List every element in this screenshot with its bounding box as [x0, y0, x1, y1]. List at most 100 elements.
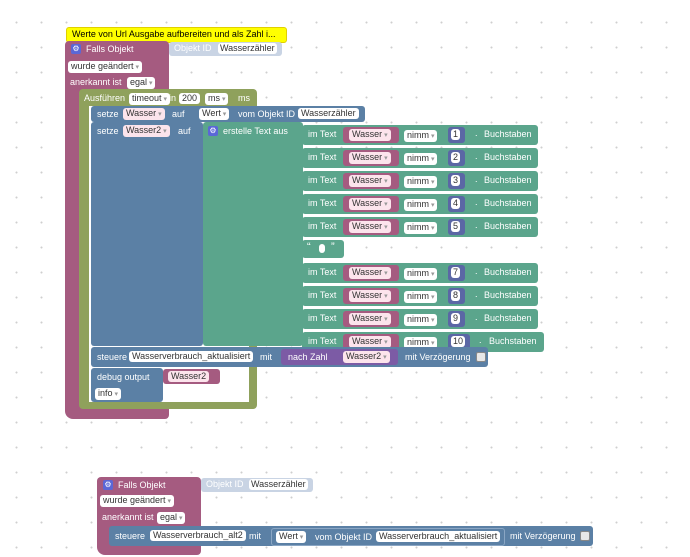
- value-from-object-block[interactable]: Wert vom Objekt ID Wasserverbrauch_aktua…: [271, 528, 505, 546]
- number-value[interactable]: 3: [451, 175, 461, 186]
- text-var-dropdown[interactable]: Wasser: [349, 221, 391, 233]
- text-substring-row[interactable]: im TextWassernimm9.Buchstaben: [302, 309, 538, 329]
- debug-level-dropdown[interactable]: info: [95, 388, 121, 400]
- set1-object-value[interactable]: Wasserzähler: [298, 108, 359, 119]
- control-delay-checkbox[interactable]: [476, 352, 486, 362]
- number-block[interactable]: 1: [448, 127, 465, 143]
- text-var-block[interactable]: Wasser: [343, 150, 399, 166]
- text-empty-string-row[interactable]: “”: [302, 240, 344, 258]
- object-id2-value[interactable]: Wasserzähler: [249, 479, 308, 490]
- changed-dropdown[interactable]: wurde geändert: [68, 61, 143, 73]
- set-wasser2-block[interactable]: setze Wasser2 auf: [91, 122, 203, 346]
- number-block[interactable]: 10: [448, 334, 470, 350]
- object-id-block[interactable]: Objekt ID Wasserzähler: [169, 42, 282, 56]
- debug-var-block[interactable]: Wasser2: [163, 369, 220, 384]
- dot-separator: .: [479, 335, 482, 345]
- control-object[interactable]: Wasserverbrauch_aktualisiert: [129, 351, 254, 362]
- control2-object[interactable]: Wasserverbrauch_alt2: [150, 530, 246, 541]
- text-var-dropdown[interactable]: Wasser: [349, 267, 391, 279]
- text-substring-row[interactable]: im TextWassernimm2.Buchstaben: [302, 148, 538, 168]
- number-value[interactable]: 5: [451, 221, 461, 232]
- ack2-label: anerkannt ist: [102, 512, 154, 522]
- ms-label: ms: [238, 93, 250, 103]
- object-id-value[interactable]: Wasserzähler: [218, 43, 277, 54]
- text-var-block[interactable]: Wasser: [343, 311, 399, 327]
- number-block[interactable]: 5: [448, 219, 465, 235]
- debug-label: debug output: [97, 372, 150, 382]
- text-var-dropdown[interactable]: Wasser: [349, 198, 391, 210]
- number-value[interactable]: 2: [451, 152, 461, 163]
- text-var-dropdown[interactable]: Wasser: [349, 175, 391, 187]
- text-var-block[interactable]: Wasser: [343, 265, 399, 281]
- number-block[interactable]: 4: [448, 196, 465, 212]
- nimm-dropdown[interactable]: nimm: [404, 222, 438, 234]
- text-var-dropdown[interactable]: Wasser: [349, 313, 391, 325]
- text-var-dropdown[interactable]: Wasser: [349, 152, 391, 164]
- text-substring-row[interactable]: im TextWassernimm1.Buchstaben: [302, 125, 538, 145]
- object-id2-block[interactable]: Objekt ID Wasserzähler: [201, 478, 313, 492]
- settings2-gear-icon[interactable]: ⚙: [103, 480, 113, 490]
- ms-dropdown[interactable]: ms: [205, 93, 229, 105]
- text-substring-row[interactable]: im TextWassernimm4.Buchstaben: [302, 194, 538, 214]
- number-value[interactable]: 10: [451, 336, 466, 347]
- nimm-dropdown[interactable]: nimm: [404, 130, 438, 142]
- nimm-dropdown[interactable]: nimm: [404, 268, 438, 280]
- settings-gear-icon[interactable]: ⚙: [71, 44, 81, 54]
- number-block[interactable]: 3: [448, 173, 465, 189]
- text-var-dropdown[interactable]: Wasser: [349, 129, 391, 141]
- number-block[interactable]: 2: [448, 150, 465, 166]
- set1-value-dropdown[interactable]: Wert: [199, 108, 230, 120]
- text-substring-row[interactable]: im TextWassernimm8.Buchstaben: [302, 286, 538, 306]
- ack-label: anerkannt ist: [70, 77, 122, 87]
- text-var-dropdown[interactable]: Wasser: [349, 336, 391, 348]
- number-value[interactable]: 9: [451, 313, 461, 324]
- number-value[interactable]: 8: [451, 290, 461, 301]
- nimm-dropdown[interactable]: nimm: [404, 199, 438, 211]
- text-substring-row[interactable]: im TextWassernimm5.Buchstaben: [302, 217, 538, 237]
- control-label: steuere: [97, 352, 128, 362]
- control2-block[interactable]: steuere Wasserverbrauch_alt2 mit Wert vo…: [109, 526, 593, 546]
- nach-zahl-block[interactable]: nach Zahl Wasser2: [281, 349, 398, 365]
- text-substring-row[interactable]: im TextWassernimm7.Buchstaben: [302, 263, 538, 283]
- number-value[interactable]: 7: [451, 267, 461, 278]
- nimm-dropdown[interactable]: nimm: [404, 291, 438, 303]
- nimm-dropdown[interactable]: nimm: [404, 314, 438, 326]
- number-block[interactable]: 7: [448, 265, 465, 281]
- nimm-dropdown[interactable]: nimm: [404, 176, 438, 188]
- number-value[interactable]: 1: [451, 129, 461, 140]
- empty-text-field[interactable]: [319, 244, 325, 253]
- text-var-block[interactable]: Wasser: [343, 334, 399, 350]
- buchstaben-label: Buchstaben: [484, 198, 532, 208]
- value2-dropdown[interactable]: Wert: [276, 531, 307, 543]
- set-wasser-block[interactable]: setze Wasser auf Wert vom Objekt ID Wass…: [91, 106, 365, 122]
- debug-var-value[interactable]: Wasser2: [168, 371, 210, 382]
- source-object-value[interactable]: Wasserverbrauch_aktualisiert: [376, 531, 501, 542]
- changed2-dropdown[interactable]: wurde geändert: [100, 495, 175, 507]
- ack-dropdown[interactable]: egal: [127, 77, 156, 89]
- number-value[interactable]: 4: [451, 198, 461, 209]
- nimm-dropdown[interactable]: nimm: [404, 337, 438, 349]
- nimm-dropdown[interactable]: nimm: [404, 153, 438, 165]
- dot-separator: .: [475, 266, 478, 276]
- create-text-gear-icon[interactable]: ⚙: [208, 126, 218, 136]
- text-var-block[interactable]: Wasser: [343, 219, 399, 235]
- text-var-block[interactable]: Wasser: [343, 173, 399, 189]
- text-var-dropdown[interactable]: Wasser: [349, 290, 391, 302]
- text-var-block[interactable]: Wasser: [343, 127, 399, 143]
- number-block[interactable]: 9: [448, 311, 465, 327]
- control-block[interactable]: steuere Wasserverbrauch_aktualisiert mit…: [91, 347, 488, 367]
- timeout-dropdown[interactable]: timeout: [129, 93, 170, 105]
- create-text-block[interactable]: ⚙ erstelle Text aus: [203, 122, 303, 346]
- nach-zahl-var-dropdown[interactable]: Wasser2: [343, 351, 390, 363]
- text-var-block[interactable]: Wasser: [343, 196, 399, 212]
- set1-var-dropdown[interactable]: Wasser: [123, 108, 165, 120]
- number-block[interactable]: 8: [448, 288, 465, 304]
- ack2-dropdown[interactable]: egal: [157, 512, 186, 524]
- text-var-block[interactable]: Wasser: [343, 288, 399, 304]
- timeout-value-input[interactable]: 200: [179, 93, 201, 104]
- debug-block[interactable]: debug output info info: [91, 368, 163, 402]
- text-substring-row[interactable]: im TextWassernimm3.Buchstaben: [302, 171, 538, 191]
- control2-delay-checkbox[interactable]: [580, 531, 590, 541]
- set2-var-dropdown[interactable]: Wasser2: [123, 125, 170, 137]
- im-text-label: im Text: [308, 198, 337, 208]
